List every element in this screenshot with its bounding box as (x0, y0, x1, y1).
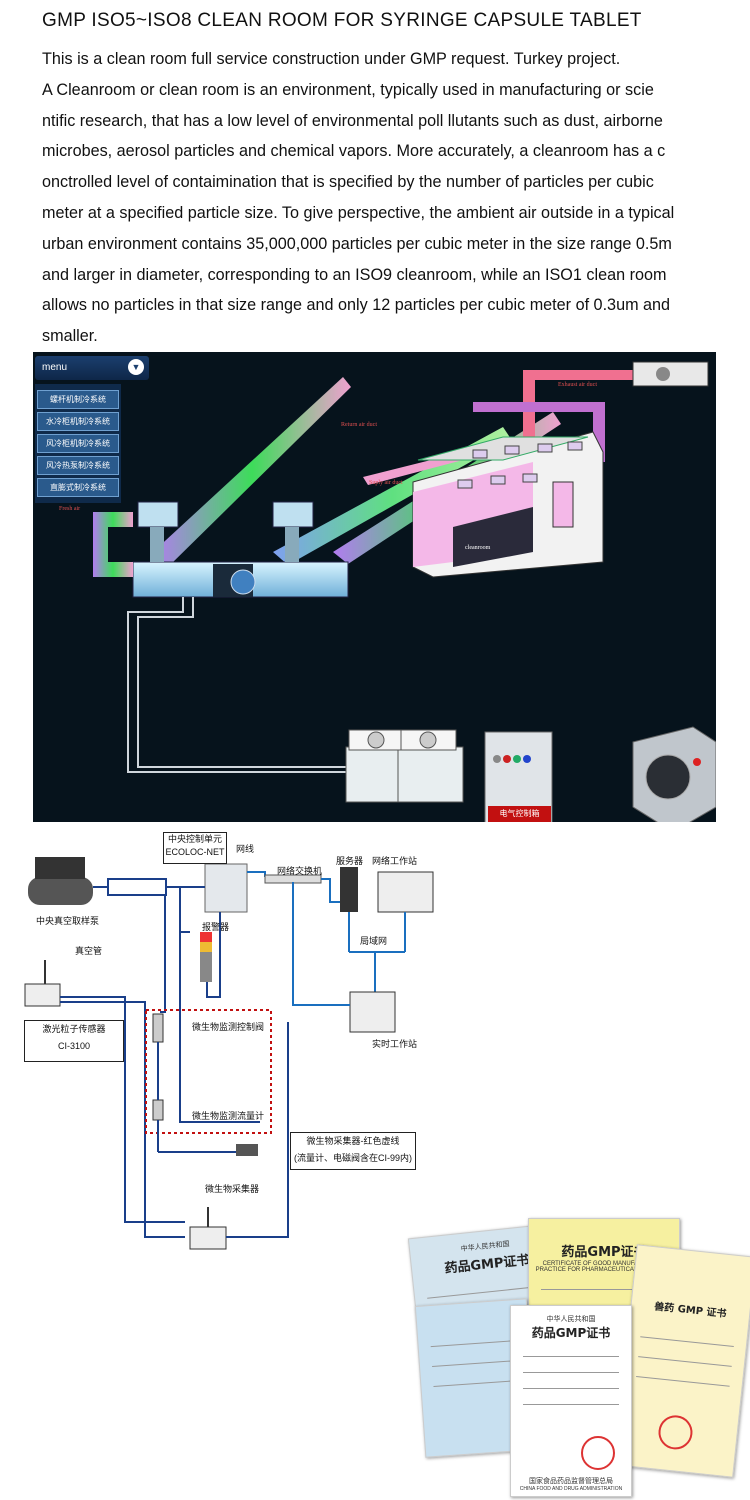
workstation-label: 网络工作站 (372, 857, 418, 867)
certificate-veterinary: 兽药 GMP 证书 (613, 1244, 750, 1478)
cert2-title: 药品GMP证书 (561, 1245, 647, 1260)
sensor-model: CI-3100 (57, 1041, 91, 1051)
chiller-unit-2 (397, 746, 464, 803)
server-icon (340, 867, 358, 912)
certificate-white: 中华人民共和国 药品GMP证书 国家食品药品监督管理总局 CHINA FOOD … (510, 1305, 632, 1497)
collector-note-box: 微生物采集器-红色虚线 (流量计、电磁阀含在CI-99内) (290, 1132, 416, 1170)
hvac-diagram (93, 361, 716, 822)
return-duct-label: Return air duct (341, 422, 377, 428)
flowmeter-label: 微生物监测流量计 (192, 1112, 265, 1122)
cert3-title: 兽药 GMP 证书 (653, 1301, 727, 1321)
microbial-loop-red-dashed (145, 1009, 272, 1134)
vacuum-pump-icon (28, 877, 93, 905)
supply-duct-label: Suply air duct (369, 480, 403, 486)
network-line-label: 网线 (236, 845, 255, 855)
gmp-certificates: 中华人民共和国 药品GMP证书 药品GMP证书 CERTIFICATE OF G… (400, 1210, 750, 1500)
chevron-down-icon[interactable]: ▼ (128, 359, 144, 375)
central-unit-label: 中央控制单元 (167, 834, 222, 844)
vacuum-tube-label: 真空管 (75, 947, 103, 957)
menu-list: 螺杆机制冷系统 水冷柜机制冷系统 风冷柜机制冷系统 风冷热泵制冷系统 直膨式制冷… (35, 384, 121, 503)
cert4-title: 药品GMP证书 (531, 1326, 611, 1340)
menu-item-air-cooled[interactable]: 风冷柜机制冷系统 (37, 434, 119, 453)
menu-item-direct-expansion[interactable]: 直膨式制冷系统 (37, 478, 119, 497)
electric-cabinet-label: 电气控制箱 (488, 806, 551, 822)
menu-button[interactable]: menu ▼ (35, 356, 149, 380)
workstation-icon (377, 871, 434, 913)
collector-note-1: 微生物采集器-红色虚线 (306, 1136, 400, 1146)
page-title: GMP ISO5~ISO8 CLEAN ROOM FOR SYRINGE CAP… (42, 10, 642, 31)
realtime-workstation-icon (349, 991, 396, 1033)
collector-note-2: (流量计、电磁阀含在CI-99内) (293, 1153, 412, 1163)
sensor-box: 激光粒子传感器 CI-3100 (24, 1020, 124, 1062)
central-unit-model: ECOLOC-NET (165, 847, 225, 857)
description-text: This is a clean room full service constr… (42, 50, 675, 346)
lan-label: 局域网 (360, 937, 388, 947)
menu-item-screw-chiller[interactable]: 螺杆机制冷系统 (37, 390, 119, 409)
switch-label: 网络交换机 (277, 867, 323, 877)
cleanroom-label: cleanroom (465, 545, 491, 551)
realtime-workstation-label: 实时工作站 (372, 1040, 418, 1050)
sensor-name: 激光粒子传感器 (42, 1024, 106, 1034)
cert2-subtitle: CERTIFICATE OF GOOD MANUFACTURING PRACTI… (535, 1261, 673, 1273)
menu-item-heat-pump[interactable]: 风冷热泵制冷系统 (37, 456, 119, 475)
monitoring-diagram: 中央控制单元 ECOLOC-NET 网线 网络交换机 服务器 网络工作站 局域网… (0, 822, 480, 1262)
server-label: 服务器 (336, 857, 364, 867)
exhaust-duct-label: Exhaust air duct (558, 382, 597, 388)
return-duct-left (153, 377, 351, 567)
cert4-issuer-en: CHINA FOOD AND DRUG ADMINISTRATION (519, 1486, 623, 1492)
central-unit-box: 中央控制单元 ECOLOC-NET (163, 832, 227, 864)
collector-label: 微生物采集器 (205, 1185, 260, 1195)
menu-label: menu (42, 362, 68, 373)
fresh-air-label: Fresh air (59, 506, 81, 512)
vacuum-pump-label: 中央真空取样泵 (36, 917, 100, 927)
hvac-schematic-panel: menu ▼ 螺杆机制冷系统 水冷柜机制冷系统 风冷柜机制冷系统 风冷热泵制冷系… (33, 352, 716, 822)
cert4-country: 中华人民共和国 (546, 1316, 596, 1323)
particle-sensor-icon (24, 983, 61, 1007)
cert4-issuer: 国家食品药品监督管理总局 (529, 1478, 613, 1485)
controller-icon (204, 863, 248, 913)
valve-label: 微生物监测控制阀 (192, 1023, 265, 1033)
alarm-label: 报警器 (202, 923, 230, 933)
menu-item-water-cooled[interactable]: 水冷柜机制冷系统 (37, 412, 119, 431)
monitoring-lines (24, 857, 434, 1250)
microbial-collector-icon (189, 1226, 227, 1250)
